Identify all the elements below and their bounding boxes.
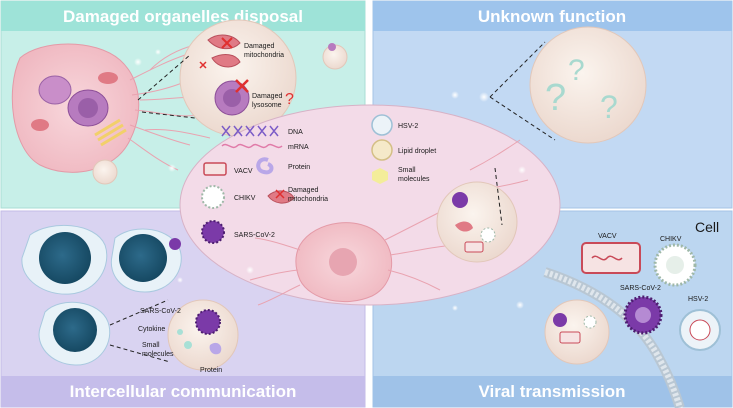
zoom-line xyxy=(141,111,196,119)
legend-vacv-label: VACV xyxy=(234,168,253,175)
extracellular-vesicle-dots xyxy=(134,49,526,311)
zoom-line xyxy=(109,299,169,326)
zoom-line xyxy=(489,41,546,98)
damage-icon xyxy=(275,189,285,199)
dna-icon xyxy=(221,125,279,137)
legend-sm-label-1: Small xyxy=(398,167,416,174)
label-hsv2-br: HSV-2 xyxy=(688,296,708,303)
mrna-icon xyxy=(221,143,283,149)
label-protein-bl: Protein xyxy=(200,367,222,374)
bottom-left-vesicle xyxy=(167,299,239,371)
label-small-molecules-1: Small xyxy=(142,342,160,349)
zoom-line xyxy=(494,167,503,226)
question-mark-icon: ? xyxy=(568,54,585,87)
unknown-function-vesicle: ? ? ? xyxy=(529,26,647,144)
legend-damaged-mitochondria: Damaged mitochondria xyxy=(267,187,328,204)
sars-particle xyxy=(623,295,663,335)
legend-vacv: VACV xyxy=(203,162,253,176)
zoom-line xyxy=(109,344,171,363)
label-chikv-br: CHIKV xyxy=(660,236,682,243)
cell-membrane xyxy=(543,267,685,408)
legend-mrna: mRNA xyxy=(221,143,309,151)
sars-icon xyxy=(201,220,225,244)
center-cell xyxy=(295,222,393,303)
legend-sm-label-2: molecules xyxy=(398,176,430,183)
legend-protein: Protein xyxy=(256,157,310,175)
mitochondria-icon xyxy=(267,190,295,204)
chikv-icon xyxy=(201,185,225,209)
zoom-line xyxy=(489,96,556,141)
label-damaged-lysosome-1: Damaged xyxy=(252,93,282,100)
immune-cells xyxy=(21,224,182,366)
question-mark-icon: ? xyxy=(600,89,618,125)
label-sars-bl: SARS-CoV-2 xyxy=(140,308,181,315)
legend-dna-label: DNA xyxy=(288,129,303,136)
vacv-particle xyxy=(581,242,641,274)
top-left-cell xyxy=(11,43,140,173)
legend-sars-label: SARS-CoV-2 xyxy=(234,232,275,239)
legend-lipid-label: Lipid droplet xyxy=(398,148,436,155)
panel-title-viral-transmission: Viral transmission xyxy=(478,382,625,401)
legend-chikv-label: CHIKV xyxy=(234,195,256,202)
panel-title-unknown-function: Unknown function xyxy=(478,7,626,26)
legend-sars: SARS-CoV-2 xyxy=(201,220,275,244)
panel-title-intercellular-communication: Intercellular communication xyxy=(70,382,297,401)
label-damaged-mitochondria-2: mitochondria xyxy=(244,52,284,59)
hsv2-icon xyxy=(371,114,393,136)
chikv-particle xyxy=(653,243,697,287)
label-vacv-br: VACV xyxy=(598,233,617,240)
label-cell: Cell xyxy=(695,219,719,235)
legend-hsv2-label: HSV-2 xyxy=(398,123,418,130)
legend-dm-label-1: Damaged xyxy=(288,187,318,194)
protein-icon xyxy=(256,157,274,175)
legend-dm-label-2: mitochondria xyxy=(288,196,328,203)
small-vesicle xyxy=(92,159,118,185)
legend-chikv: CHIKV xyxy=(201,185,256,209)
label-cytokine: Cytokine xyxy=(138,326,165,333)
hsv2-particle xyxy=(679,309,721,351)
vacv-icon xyxy=(203,162,227,176)
label-sars-br: SARS-CoV-2 xyxy=(620,285,661,292)
legend-mrna-label: mRNA xyxy=(288,144,309,151)
zoom-line xyxy=(137,54,191,101)
small-molecule-icon xyxy=(372,168,388,184)
label-damaged-mitochondria-1: Damaged xyxy=(244,43,274,50)
question-mark-icon: ? xyxy=(285,91,294,108)
legend-lipid-droplet: Lipid droplet xyxy=(371,139,436,161)
panel-title-damaged-organelles: Damaged organelles disposal xyxy=(63,7,303,26)
legend-dna: DNA xyxy=(221,125,303,137)
top-left-vesicle: Damaged mitochondria Damaged lysosome ? xyxy=(179,19,297,137)
bottom-right-vesicle xyxy=(544,299,610,365)
legend-small-molecules: Small molecules xyxy=(372,167,430,184)
center-vesicle xyxy=(436,181,518,263)
lipid-droplet-icon xyxy=(371,139,393,161)
label-damaged-lysosome-2: lysosome xyxy=(252,102,282,109)
question-mark-icon: ? xyxy=(545,77,566,119)
legend-protein-label: Protein xyxy=(288,164,310,171)
legend-hsv2: HSV-2 xyxy=(371,114,418,136)
label-small-molecules-2: molecules xyxy=(142,351,174,358)
